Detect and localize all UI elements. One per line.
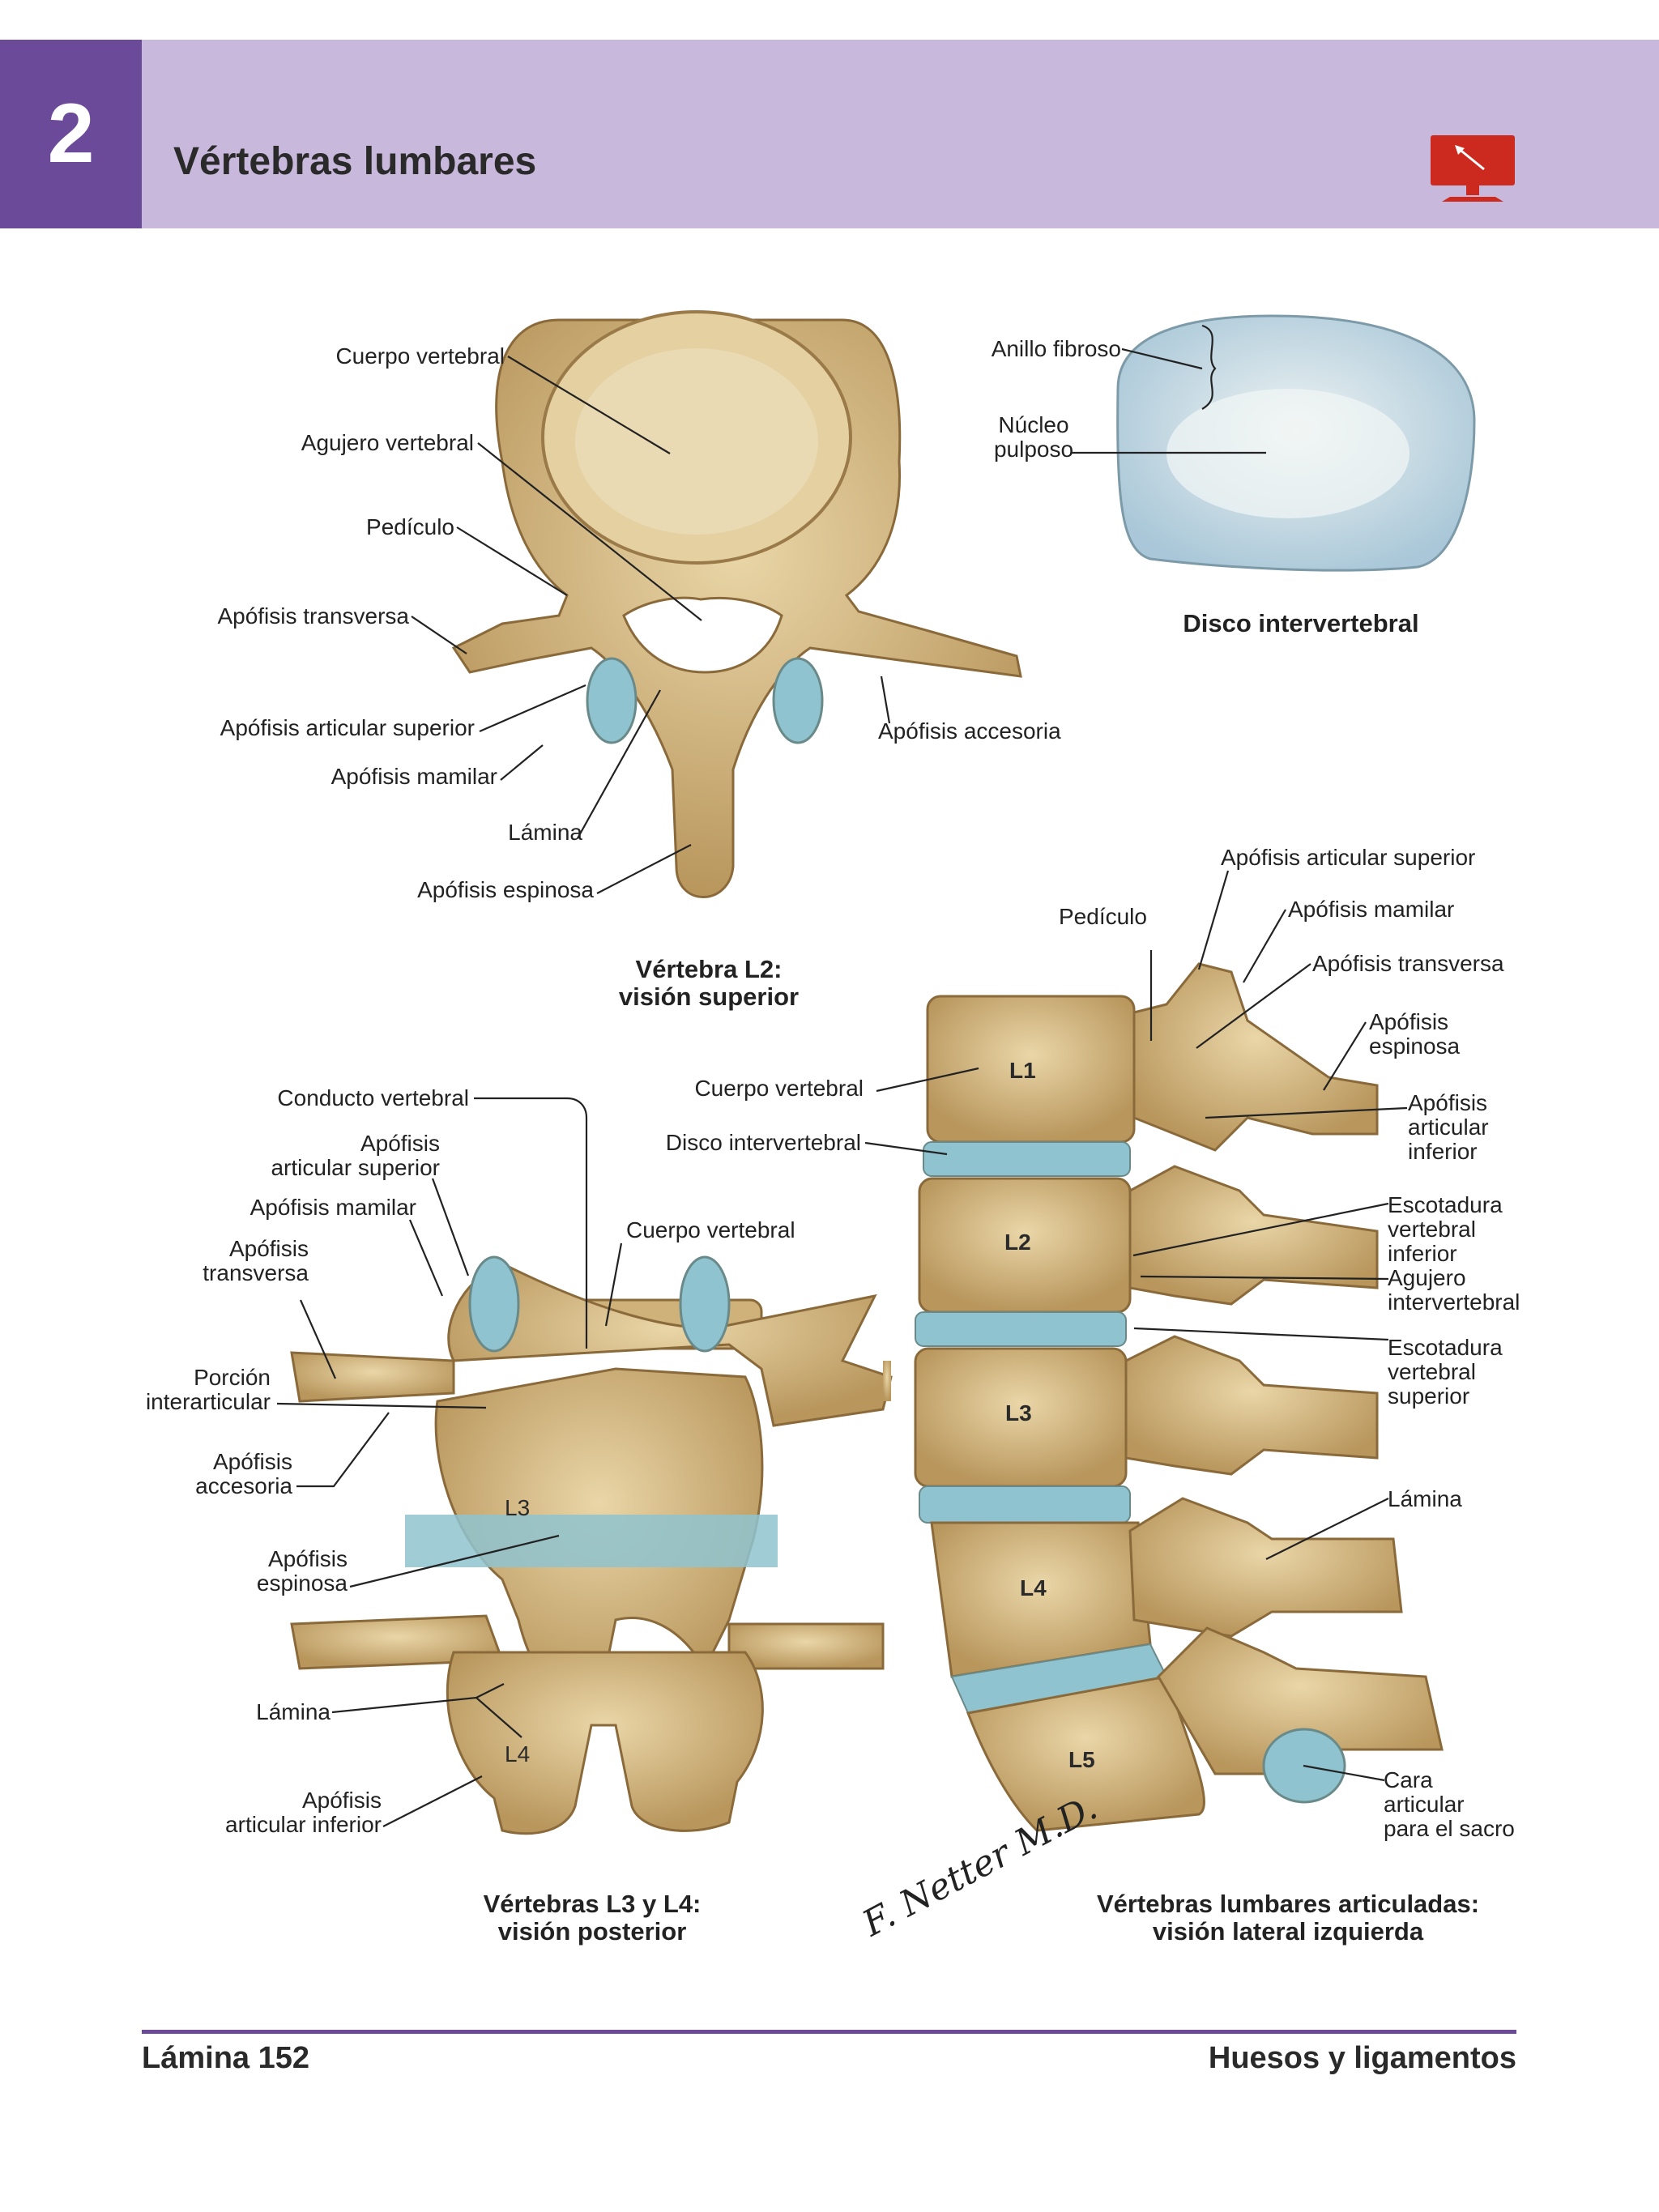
vertebra-l2-superior <box>451 310 1022 898</box>
vertebra-label-l3: L3 <box>1005 1400 1032 1426</box>
label-art-sup-line2: articular superior <box>271 1155 440 1180</box>
label-esc-sup-line2: vertebral <box>1388 1359 1476 1384</box>
label-cara-line2: articular <box>1384 1792 1465 1817</box>
label-cuerpo-vertebral: Cuerpo vertebral <box>335 343 505 369</box>
label-nucleo-line1: Núcleo <box>998 412 1069 437</box>
lumbar-column-lateral <box>914 962 1444 1832</box>
label-apofisis-articular-superior-post: Apófisis articular superior <box>271 1132 440 1180</box>
vertebra-label-l5: L5 <box>1068 1747 1095 1772</box>
caption-post-line2: visión posterior <box>497 1917 687 1946</box>
header-band <box>0 40 1659 228</box>
vertebra-label-l3-post: L3 <box>505 1495 531 1520</box>
label-art-inf-lat-line3: inferior <box>1408 1139 1478 1164</box>
vertebrae-l3-l4-posterior <box>290 1255 893 1835</box>
label-escotadura-inferior: Escotadura vertebral inferior <box>1388 1193 1503 1266</box>
vertebra-label-l4: L4 <box>1020 1575 1047 1600</box>
label-agujero-intervertebral: Agujero intervertebral <box>1388 1266 1520 1315</box>
label-cuerpo-vertebral-lat: Cuerpo vertebral <box>694 1076 864 1101</box>
label-conducto-vertebral: Conducto vertebral <box>277 1085 469 1110</box>
label-art-inf-line2: articular inferior <box>225 1812 382 1837</box>
caption-lat-line1: Vértebras lumbares articuladas: <box>1096 1890 1480 1918</box>
label-apofisis-articular-superior: Apófisis articular superior <box>220 715 475 740</box>
monitor-arrow-icon[interactable] <box>1426 132 1520 202</box>
footer-section-title: Huesos y ligamentos <box>1208 2041 1516 2075</box>
label-apofisis-transversa: Apófisis transversa <box>217 603 409 629</box>
leader-lines <box>276 324 1408 1827</box>
label-apofisis-mamilar-lat: Apófisis mamilar <box>1288 897 1455 922</box>
label-espinosa-line2: espinosa <box>256 1571 348 1596</box>
label-apofisis-articular-inferior-post: Apófisis articular inferior <box>225 1788 382 1837</box>
label-art-inf-line1: Apófisis <box>301 1788 382 1813</box>
label-escotadura-superior: Escotadura vertebral superior <box>1388 1336 1503 1409</box>
label-agujero-line1: Agujero <box>1388 1265 1466 1290</box>
label-cara-articular-sacro: Cara articular para el sacro <box>1384 1768 1515 1841</box>
label-lamina: Lámina <box>508 820 582 845</box>
label-accesoria-line1: Apófisis <box>212 1449 292 1474</box>
label-esc-inf-line3: inferior <box>1388 1241 1457 1266</box>
caption-vertebras-l3-l4: Vértebras L3 y L4: visión posterior <box>472 1890 712 1946</box>
label-esc-inf-line1: Escotadura <box>1388 1192 1503 1217</box>
label-apofisis-transversa-lat: Apófisis transversa <box>1312 951 1504 976</box>
caption-lumbares-articuladas: Vértebras lumbares articuladas: visión l… <box>1053 1890 1523 1946</box>
label-art-inf-lat-line1: Apófisis <box>1408 1090 1488 1115</box>
vertebra-label-l4-post: L4 <box>505 1741 531 1767</box>
label-apofisis-espinosa-post: Apófisis espinosa <box>257 1547 348 1596</box>
label-porcion-line2: interarticular <box>145 1389 271 1414</box>
label-apofisis-transversa-post: Apófisis transversa <box>203 1237 309 1285</box>
chapter-number: 2 <box>0 40 142 228</box>
label-cuerpo-vertebral-post: Cuerpo vertebral <box>626 1217 795 1242</box>
label-cara-line3: para el sacro <box>1384 1816 1515 1841</box>
label-esc-sup-line1: Escotadura <box>1388 1335 1503 1360</box>
caption-disco: Disco intervertebral <box>1183 609 1419 637</box>
label-cara-line1: Cara <box>1384 1767 1433 1792</box>
label-lamina-lat: Lámina <box>1388 1486 1462 1511</box>
label-accesoria-line2: accesoria <box>195 1473 292 1498</box>
footer-rule <box>142 2030 1516 2034</box>
label-apofisis-articular-inferior-lat: Apófisis articular inferior <box>1408 1091 1489 1164</box>
vertebra-label-l2: L2 <box>1004 1230 1031 1255</box>
label-apofisis-mamilar-post: Apófisis mamilar <box>249 1195 416 1220</box>
label-art-inf-lat-line2: articular <box>1408 1115 1489 1140</box>
label-pediculo: Pedículo <box>366 514 454 539</box>
label-apofisis-accesoria-post: Apófisis accesoria <box>195 1450 292 1498</box>
label-porcion-interarticular: Porción interarticular <box>146 1366 271 1414</box>
label-apofisis-espinosa: Apófisis espinosa <box>417 877 594 902</box>
caption-l2-line2: visión superior <box>618 982 800 1011</box>
label-apofisis-espinosa-lat: Apófisis espinosa <box>1369 1010 1460 1059</box>
label-nucleo-line2: pulposo <box>993 437 1074 462</box>
label-agujero-line2: intervertebral <box>1388 1289 1520 1315</box>
label-apofisis-mamilar: Apófisis mamilar <box>331 764 497 789</box>
label-agujero-vertebral: Agujero vertebral <box>301 430 474 455</box>
caption-vertebra-l2: Vértebra L2: visión superior <box>589 956 829 1011</box>
label-esc-inf-line2: vertebral <box>1388 1217 1476 1242</box>
label-porcion-line1: Porción <box>194 1365 271 1390</box>
label-transversa-line2: transversa <box>203 1260 309 1285</box>
intervertebral-disc <box>1116 314 1476 572</box>
label-art-sup-line1: Apófisis <box>360 1131 440 1156</box>
label-anillo-fibroso: Anillo fibroso <box>991 336 1121 361</box>
label-nucleo-pulposo: Núcleo pulposo <box>987 413 1081 462</box>
label-transversa-line1: Apófisis <box>228 1236 309 1261</box>
vertebra-label-l1: L1 <box>1009 1058 1036 1083</box>
label-apofisis-accesoria: Apófisis accesoria <box>878 718 1061 744</box>
label-espinosa-lat-line1: Apófisis <box>1369 1009 1449 1034</box>
label-lamina-post: Lámina <box>256 1699 331 1724</box>
label-disco-intervertebral-lat: Disco intervertebral <box>665 1130 861 1155</box>
label-espinosa-line1: Apófisis <box>267 1546 348 1571</box>
footer-plate-number: Lámina 152 <box>142 2041 309 2075</box>
label-apofisis-articular-superior-lat: Apófisis articular superior <box>1221 845 1476 870</box>
page-title: Vértebras lumbares <box>173 140 537 183</box>
label-esc-sup-line3: superior <box>1388 1383 1470 1409</box>
caption-l2-line1: Vértebra L2: <box>635 955 783 983</box>
label-pediculo-lat: Pedículo <box>1059 904 1147 929</box>
caption-post-line1: Vértebras L3 y L4: <box>483 1890 702 1918</box>
label-espinosa-lat-line2: espinosa <box>1369 1034 1461 1059</box>
caption-lat-line2: visión lateral izquierda <box>1152 1917 1424 1946</box>
